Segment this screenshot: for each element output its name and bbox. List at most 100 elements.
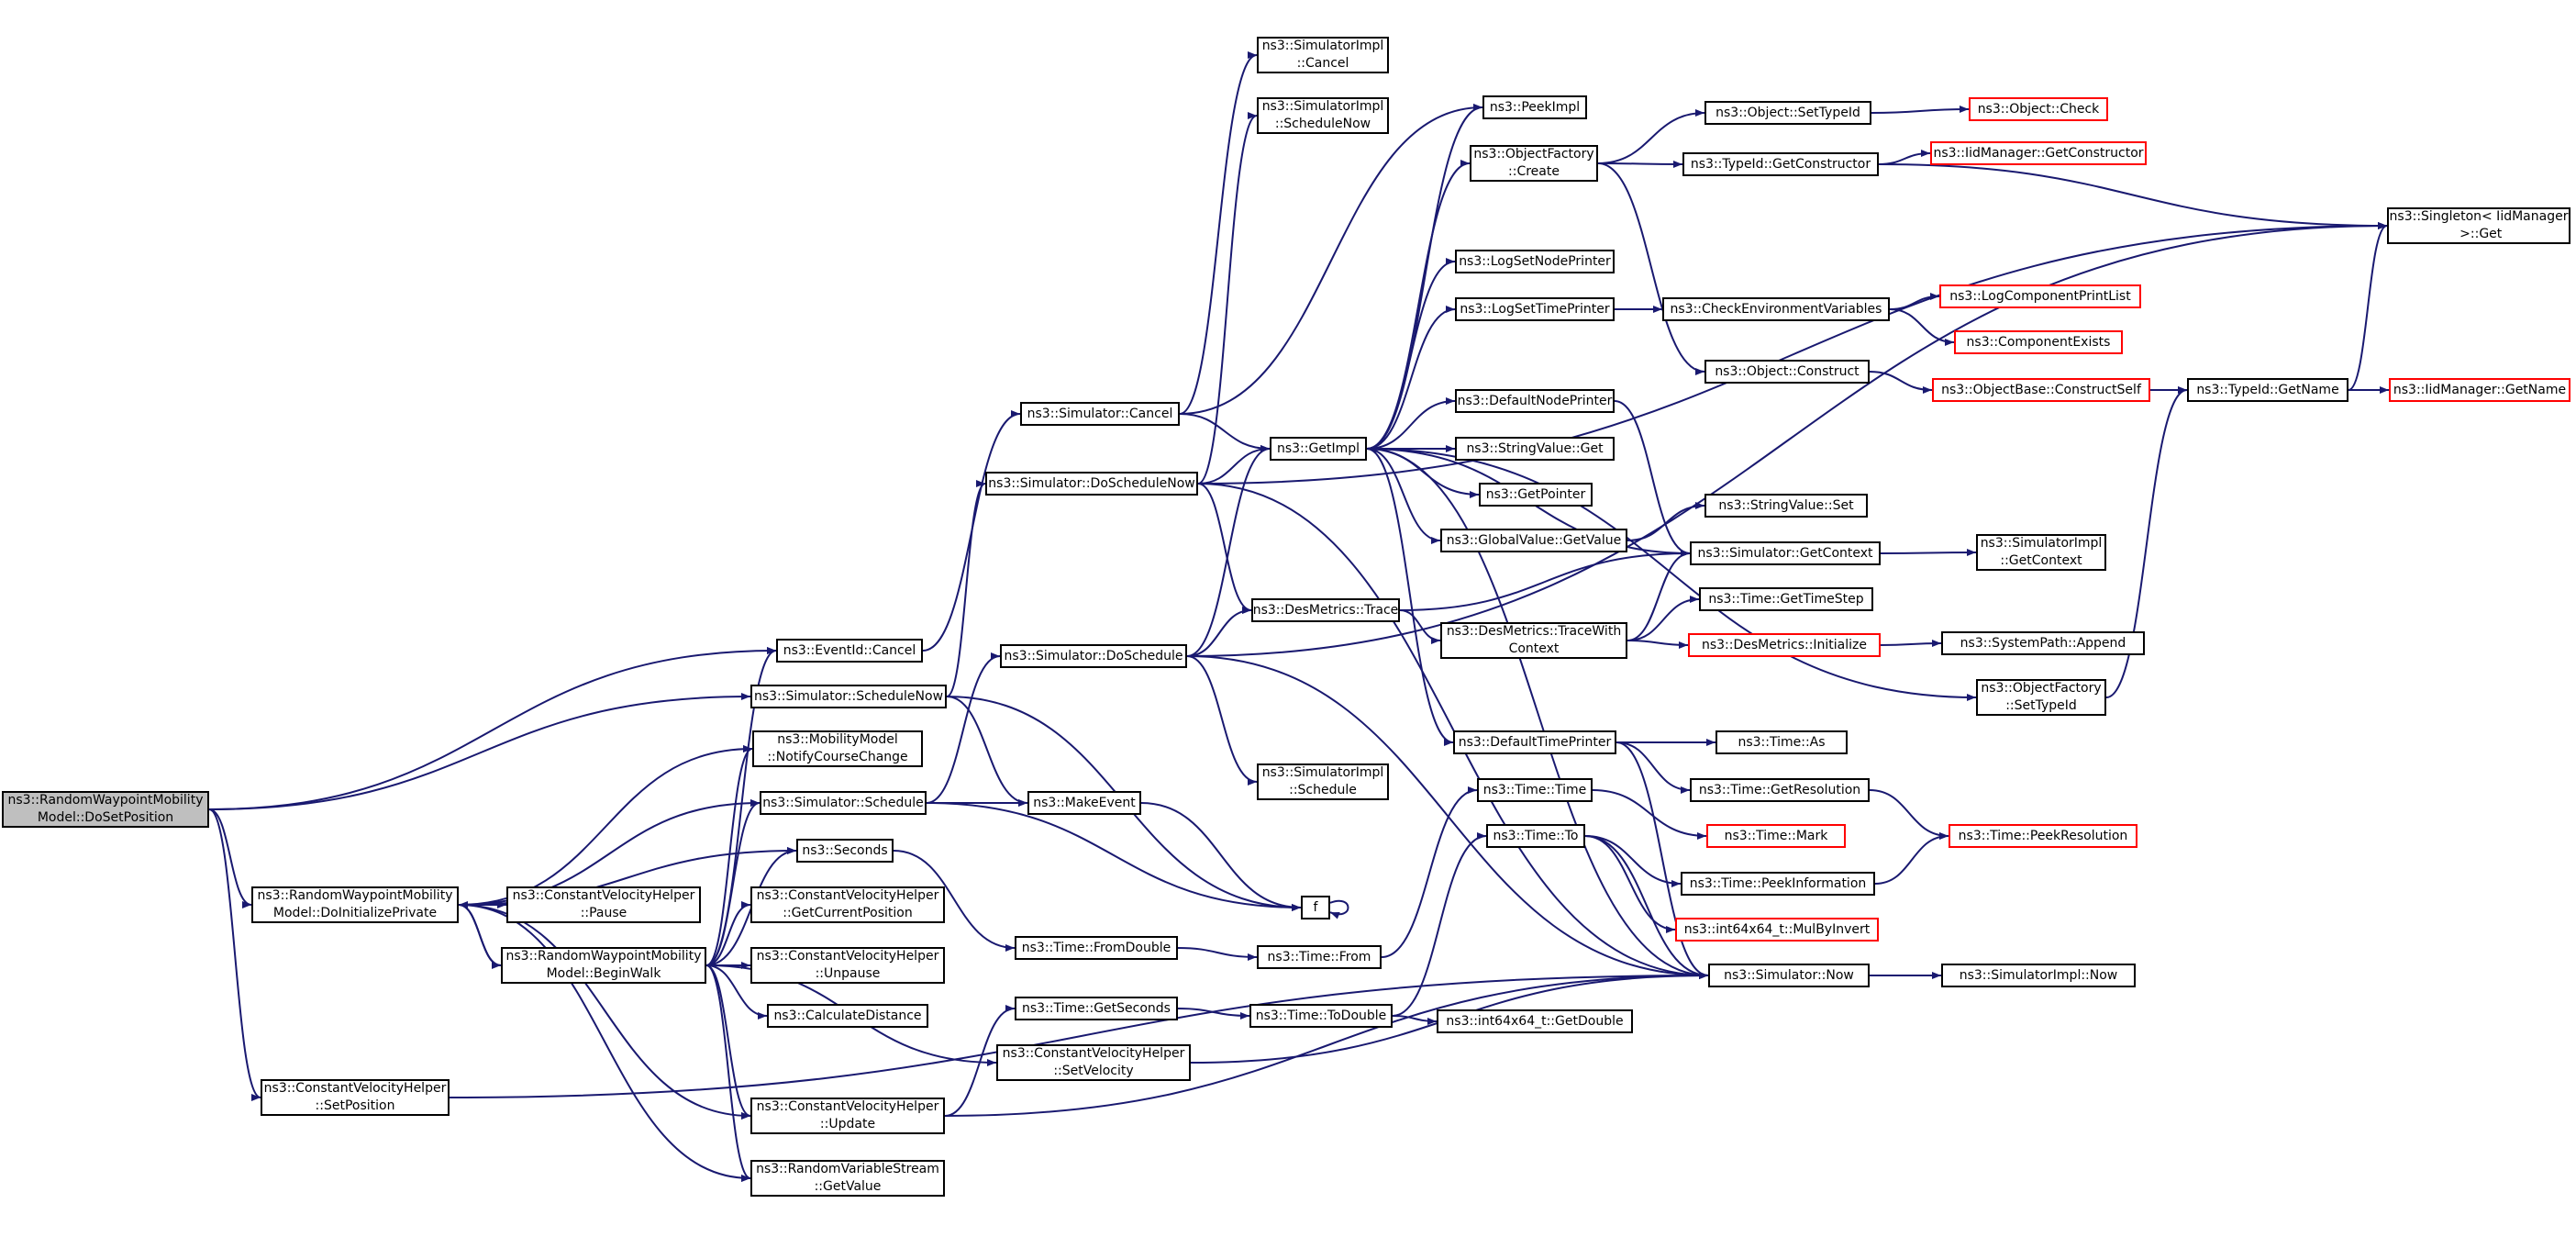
graph-node-cvh-setvelocity[interactable]: ns3::ConstantVelocityHelper ::SetVelocit…	[996, 1044, 1191, 1081]
graph-node-getimpl[interactable]: ns3::GetImpl	[1270, 437, 1367, 461]
edge-rwm-beginwalk-to-mm-notifycoursechange	[705, 745, 753, 966]
graph-node-cvh-update[interactable]: ns3::ConstantVelocityHelper ::Update	[750, 1098, 945, 1134]
edge-rwm-dosetposition-to-cvh-setposition	[208, 808, 261, 1101]
graph-node-desmetrics-tracewithcontext[interactable]: ns3::DesMetrics::TraceWith Context	[1440, 622, 1627, 659]
graph-node-defaulttimeprinter[interactable]: ns3::DefaultTimePrinter	[1453, 730, 1616, 754]
edge-rwm-doinitializeprivate-to-mm-notifycoursechange	[458, 745, 753, 906]
graph-node-objfactory-create[interactable]: ns3::ObjectFactory ::Create	[1470, 145, 1598, 182]
graph-node-int64x64-mulbyinvert[interactable]: ns3::int64x64_t::MulByInvert	[1675, 918, 1879, 942]
edge-sim-doschedulenow-to-desmetrics-trace	[1197, 483, 1252, 614]
graph-node-rwm-doinitializeprivate[interactable]: ns3::RandomWaypointMobility Model::DoIni…	[251, 886, 459, 923]
edge-sim-cancel-to-peekimpl	[1179, 104, 1483, 415]
graph-node-calculatedistance[interactable]: ns3::CalculateDistance	[767, 1004, 928, 1028]
graph-node-time-gettimestep[interactable]: ns3::Time::GetTimeStep	[1699, 587, 1873, 611]
graph-node-iidmanager-getname[interactable]: ns3::IidManager::GetName	[2389, 378, 2570, 402]
edge-sim-doschedule-to-simimpl-schedule	[1186, 655, 1258, 786]
graph-node-cvh-unpause[interactable]: ns3::ConstantVelocityHelper ::Unpause	[750, 947, 945, 984]
graph-node-desmetrics-trace[interactable]: ns3::DesMetrics::Trace	[1251, 598, 1400, 622]
graph-node-cvh-setposition[interactable]: ns3::ConstantVelocityHelper ::SetPositio…	[261, 1079, 450, 1116]
edge-cvh-update-to-time-getseconds	[944, 1005, 1016, 1117]
edge-getimpl-to-logsettimeprinter	[1366, 306, 1456, 450]
edge-time-todouble-to-int64x64-getdouble	[1392, 1015, 1438, 1025]
edge-typeid-getconstructor-to-singleton-get	[1878, 163, 2388, 229]
graph-node-cvh-pause[interactable]: ns3::ConstantVelocityHelper ::Pause	[506, 886, 701, 923]
graph-node-time-fromdouble[interactable]: ns3::Time::FromDouble	[1015, 936, 1178, 960]
graph-node-stringvalue-get[interactable]: ns3::StringValue::Get	[1455, 437, 1615, 461]
edge-cvh-update-to-sim-now	[944, 972, 1709, 1117]
graph-node-time-time[interactable]: ns3::Time::Time	[1477, 778, 1593, 802]
graph-node-simimpl-cancel[interactable]: ns3::SimulatorImpl ::Cancel	[1257, 37, 1389, 73]
graph-node-sim-doschedule[interactable]: ns3::Simulator::DoSchedule	[1000, 644, 1187, 668]
graph-node-object-check[interactable]: ns3::Object::Check	[1969, 97, 2108, 121]
graph-node-time-peekinformation[interactable]: ns3::Time::PeekInformation	[1681, 872, 1875, 896]
graph-node-cvh-getcurrentposition[interactable]: ns3::ConstantVelocityHelper ::GetCurrent…	[750, 886, 945, 923]
graph-node-time-getseconds[interactable]: ns3::Time::GetSeconds	[1015, 997, 1178, 1020]
graph-node-time-to[interactable]: ns3::Time::To	[1486, 824, 1585, 848]
graph-node-f[interactable]: f	[1301, 896, 1330, 919]
edge-rwm-dosetposition-to-eventid-cancel	[208, 647, 777, 810]
graph-node-typeid-getname[interactable]: ns3::TypeId::GetName	[2187, 378, 2348, 402]
edge-time-peekinformation-to-time-peekresolution	[1874, 832, 1949, 885]
edge-rwm-dosetposition-to-sim-schedulenow	[208, 693, 751, 810]
graph-node-globalvalue-getvalue[interactable]: ns3::GlobalValue::GetValue	[1440, 529, 1627, 552]
edge-sim-doschedule-to-desmetrics-trace	[1186, 607, 1252, 657]
graph-node-sim-doschedulenow[interactable]: ns3::Simulator::DoScheduleNow	[985, 472, 1198, 496]
graph-node-checkenvvars[interactable]: ns3::CheckEnvironmentVariables	[1662, 297, 1890, 321]
edge-typeid-getconstructor-to-iidmanager-getconstructor	[1878, 150, 1931, 165]
graph-node-componentexists[interactable]: ns3::ComponentExists	[1954, 330, 2123, 354]
graph-node-time-mark[interactable]: ns3::Time::Mark	[1706, 824, 1846, 848]
graph-node-time-getresolution[interactable]: ns3::Time::GetResolution	[1690, 778, 1870, 802]
graph-node-typeid-getconstructor[interactable]: ns3::TypeId::GetConstructor	[1682, 152, 1879, 176]
graph-node-rwm-beginwalk[interactable]: ns3::RandomWaypointMobility Model::Begin…	[501, 947, 706, 984]
edge-objfactory-create-to-typeid-getconstructor	[1597, 160, 1683, 168]
graph-node-sim-cancel[interactable]: ns3::Simulator::Cancel	[1020, 402, 1180, 426]
graph-node-sim-getcontext[interactable]: ns3::Simulator::GetContext	[1690, 541, 1881, 565]
graph-node-eventid-cancel[interactable]: ns3::EventId::Cancel	[776, 639, 923, 663]
graph-node-objectbase-constructself[interactable]: ns3::ObjectBase::ConstructSelf	[1932, 378, 2150, 402]
graph-node-logsettimeprinter[interactable]: ns3::LogSetTimePrinter	[1455, 297, 1615, 321]
graph-node-time-from[interactable]: ns3::Time::From	[1257, 945, 1382, 969]
graph-node-objfactory-settypeid[interactable]: ns3::ObjectFactory ::SetTypeId	[1976, 679, 2106, 716]
graph-node-time-todouble[interactable]: ns3::Time::ToDouble	[1249, 1004, 1393, 1028]
graph-node-iidmanager-getconstructor[interactable]: ns3::IidManager::GetConstructor	[1930, 141, 2147, 165]
graph-node-logsetnodeprinter[interactable]: ns3::LogSetNodePrinter	[1455, 250, 1615, 273]
edge-sim-doschedule-to-getimpl	[1186, 445, 1271, 657]
graph-node-time-peekresolution[interactable]: ns3::Time::PeekResolution	[1949, 824, 2137, 848]
edge-defaulttimeprinter-to-time-getresolution	[1616, 741, 1691, 794]
graph-node-makeevent[interactable]: ns3::MakeEvent	[1027, 791, 1141, 815]
graph-node-peekimpl[interactable]: ns3::PeekImpl	[1482, 95, 1587, 119]
graph-node-simimpl-schedule[interactable]: ns3::SimulatorImpl ::Schedule	[1257, 763, 1389, 800]
graph-node-simimpl-schedulenow[interactable]: ns3::SimulatorImpl ::ScheduleNow	[1257, 97, 1389, 134]
graph-node-singleton-get[interactable]: ns3::Singleton< IidManager >::Get	[2387, 207, 2570, 244]
graph-node-systempath-append[interactable]: ns3::SystemPath::Append	[1941, 631, 2145, 655]
graph-node-desmetrics-initialize[interactable]: ns3::DesMetrics::Initialize	[1688, 633, 1881, 657]
edge-rwm-beginwalk-to-rwm-doinitializeprivate	[458, 901, 502, 966]
graph-node-stringvalue-set[interactable]: ns3::StringValue::Set	[1704, 494, 1868, 518]
edge-time-to-to-int64x64-mulbyinvert	[1584, 835, 1676, 933]
graph-node-logcomponentprintlist[interactable]: ns3::LogComponentPrintList	[1939, 284, 2141, 308]
graph-node-rvs-getvalue[interactable]: ns3::RandomVariableStream ::GetValue	[750, 1160, 945, 1197]
graph-node-simimpl-now[interactable]: ns3::SimulatorImpl::Now	[1941, 964, 2136, 987]
edge-desmetrics-tracewithcontext-to-time-gettimestep	[1627, 596, 1700, 641]
graph-node-sim-now[interactable]: ns3::Simulator::Now	[1708, 964, 1870, 987]
edge-desmetrics-initialize-to-systempath-append	[1880, 640, 1942, 648]
graph-node-mm-notifycoursechange[interactable]: ns3::MobilityModel ::NotifyCourseChange	[752, 730, 923, 767]
edge-getimpl-to-defaultnodeprinter	[1366, 397, 1456, 450]
graph-node-int64x64-getdouble[interactable]: ns3::int64x64_t::GetDouble	[1437, 1009, 1633, 1033]
graph-node-object-construct[interactable]: ns3::Object::Construct	[1704, 360, 1870, 384]
graph-node-simimpl-getcontext[interactable]: ns3::SimulatorImpl ::GetContext	[1976, 534, 2106, 571]
edge-time-todouble-to-time-to	[1392, 832, 1487, 1017]
edge-time-from-to-time-time	[1381, 786, 1478, 958]
graph-node-sim-schedule[interactable]: ns3::Simulator::Schedule	[760, 791, 927, 815]
edge-getimpl-to-globalvalue-getvalue	[1366, 448, 1441, 544]
edge-getimpl-to-defaulttimeprinter	[1366, 448, 1454, 746]
graph-node-object-settypeid[interactable]: ns3::Object::SetTypeId	[1704, 101, 1871, 125]
edge-globalvalue-getvalue-to-stringvalue-set	[1627, 502, 1705, 541]
graph-node-sim-schedulenow[interactable]: ns3::Simulator::ScheduleNow	[750, 685, 947, 708]
edge-desmetrics-trace-to-desmetrics-tracewithcontext	[1399, 609, 1441, 644]
graph-node-seconds[interactable]: ns3::Seconds	[796, 839, 894, 863]
graph-node-time-as[interactable]: ns3::Time::As	[1715, 730, 1848, 754]
edge-typeid-getname-to-singleton-get	[2348, 222, 2388, 391]
graph-node-defaultnodeprinter[interactable]: ns3::DefaultNodePrinter	[1455, 389, 1615, 413]
graph-node-getpointer[interactable]: ns3::GetPointer	[1479, 483, 1593, 507]
